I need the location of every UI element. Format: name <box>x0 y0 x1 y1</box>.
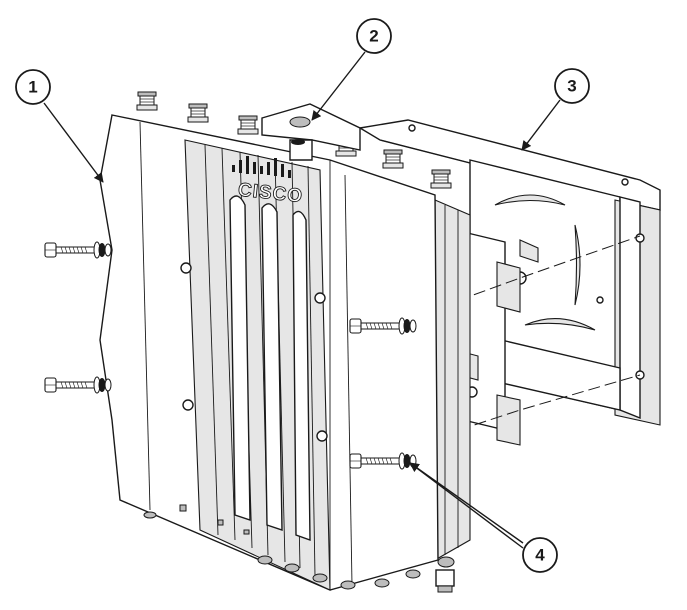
bolt-upper-left <box>44 241 112 259</box>
callout-2-label: 2 <box>369 27 378 46</box>
mounting-bracket-top-post <box>261 103 361 161</box>
callout-2: 2 <box>311 18 392 121</box>
callout-1-label: 1 <box>28 78 37 97</box>
access-point-body <box>99 114 471 593</box>
bolt-lower-left <box>44 376 112 394</box>
callout-3: 3 <box>521 68 590 151</box>
callout-4: 4 <box>405 459 558 573</box>
callout-1: 1 <box>15 69 104 183</box>
mounting-bracket <box>358 119 661 426</box>
callout-3-label: 3 <box>567 77 576 96</box>
callout-4-label: 4 <box>535 546 545 565</box>
